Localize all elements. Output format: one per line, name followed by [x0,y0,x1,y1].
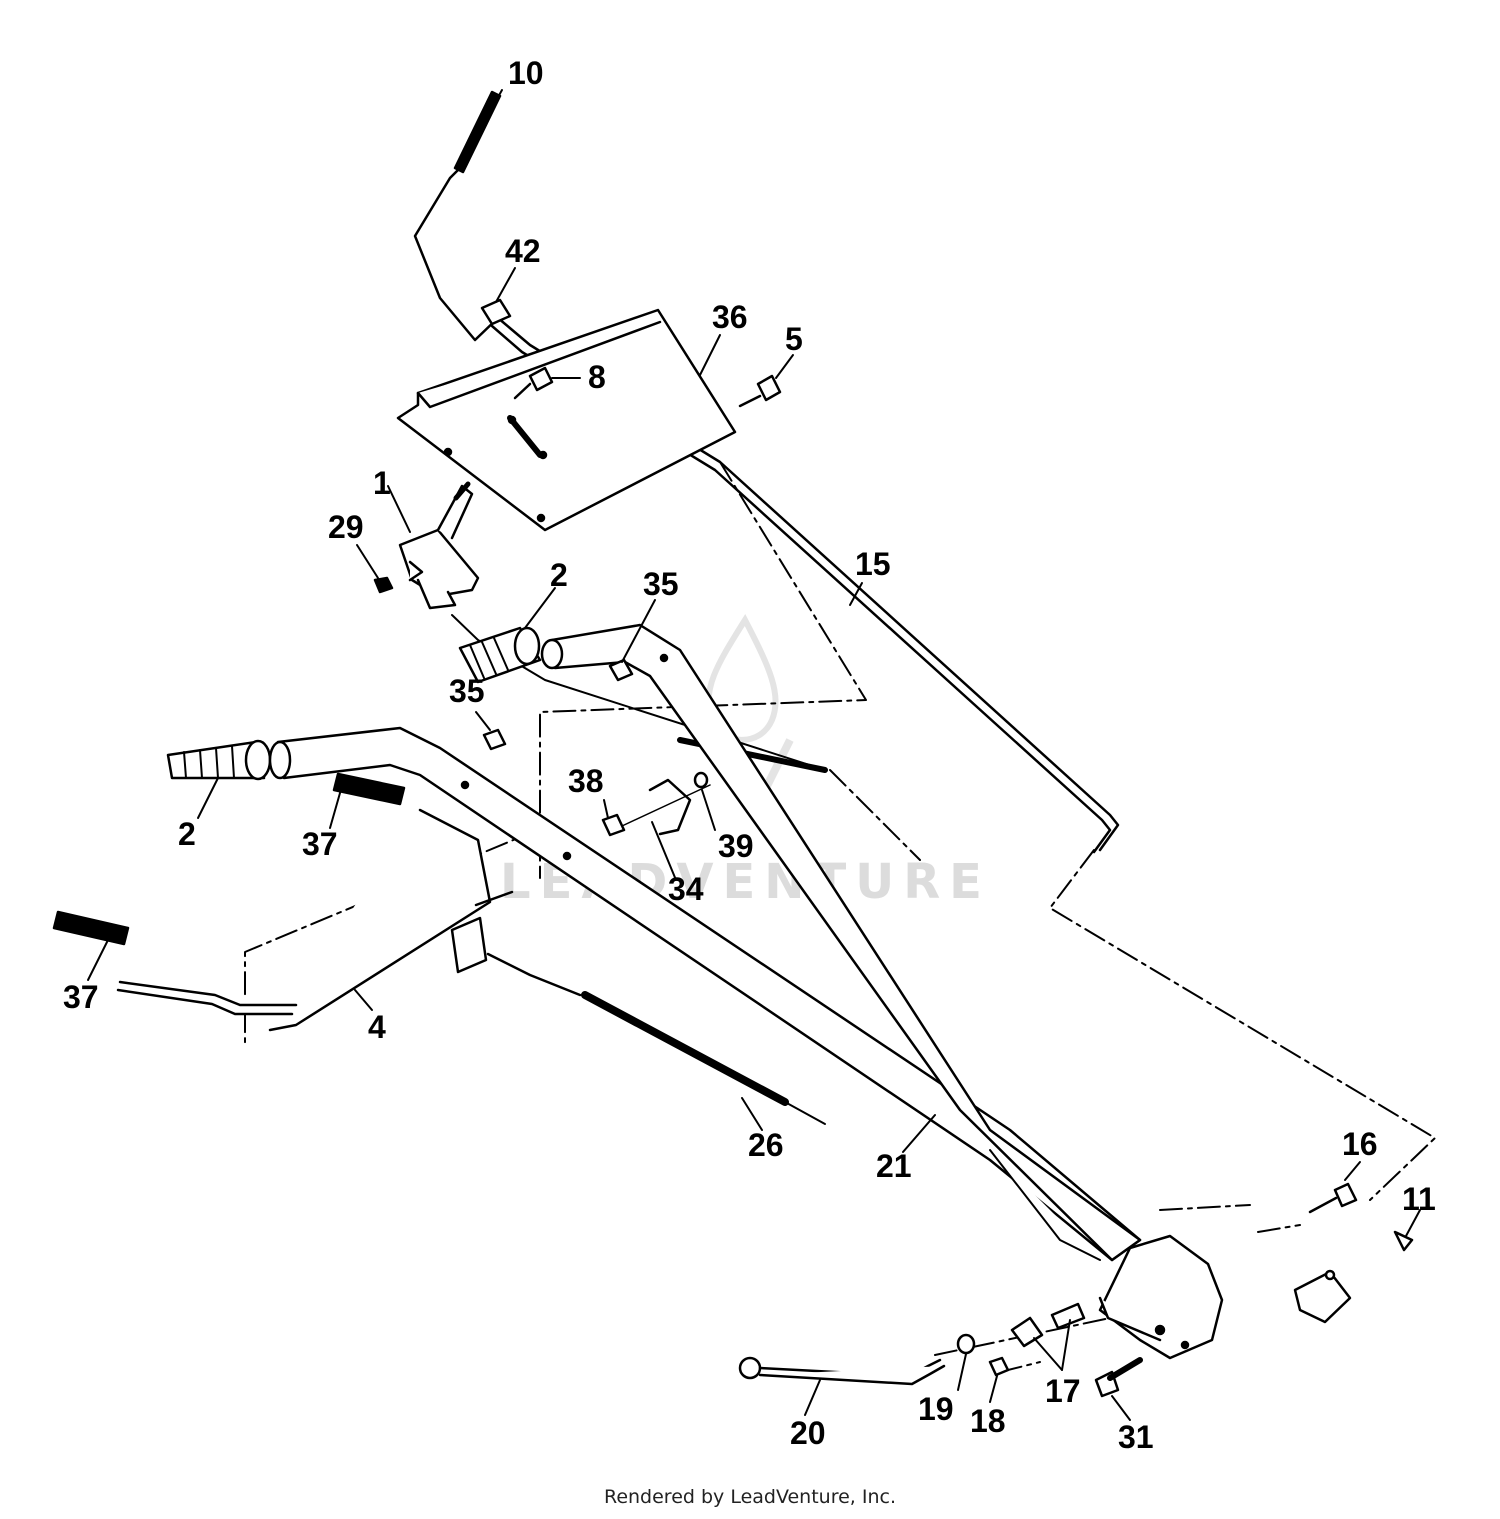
footer-credit: Rendered by LeadVenture, Inc. [603,1486,897,1508]
callout-39: 39 [718,828,754,864]
part-1-bracket [398,481,480,610]
callout-15: 15 [855,546,891,582]
part-36-shield [396,308,737,532]
part-31-bolt [1094,1357,1143,1398]
part-38-nut [601,813,626,837]
part-16-bolt [1308,1182,1358,1214]
callout-5: 5 [785,321,803,357]
part-20-lever [738,1356,946,1386]
callout-16: 16 [1342,1126,1378,1162]
callout-8: 8 [588,359,606,395]
callout-10: 10 [508,55,544,91]
callout-11: 11 [1402,1181,1436,1217]
part-2-lower-grip [166,739,272,781]
part-18-nut [988,1356,1010,1377]
part-19-washer [956,1333,976,1355]
part-8-bolt [513,366,554,400]
callout-20: 20 [790,1415,826,1451]
callout-18: 18 [970,1403,1006,1439]
callout-29: 29 [328,509,364,545]
part-2-upper-grip [458,626,542,684]
part-42-fitting [480,298,512,326]
leader-lines [87,89,1421,1421]
callout-37-lower: 37 [63,979,99,1015]
part-10-control-rod [413,90,1120,854]
part-26-cable [486,952,826,1125]
part-39-washer [693,771,709,789]
rear-mount-bracket [1098,1234,1224,1360]
callout-21: 21 [876,1148,912,1184]
part-37-grip-lower [52,910,130,946]
callout-labels: 10 42 36 5 8 1 29 15 2 35 35 38 39 34 2 … [63,55,1436,1455]
callout-34: 34 [668,871,704,907]
callout-17: 17 [1045,1373,1081,1409]
part-35-nut-lower [482,728,507,751]
callout-26: 26 [748,1127,784,1163]
callout-4: 4 [368,1009,386,1045]
callout-2-upper: 2 [550,557,568,593]
callout-1: 1 [373,465,391,501]
callout-38: 38 [568,763,604,799]
callout-19: 19 [918,1391,954,1427]
callout-35-lower: 35 [449,673,485,709]
part-37-grip-upper [332,772,406,806]
part-34-clip [621,778,711,836]
part-11-pin [1293,1230,1414,1324]
callout-37-upper: 37 [302,826,338,862]
callout-31: 31 [1118,1419,1154,1455]
part-35-nut-upper [608,658,634,682]
callout-2-lower: 2 [178,816,196,852]
part-21-handlebar [268,623,1142,1262]
part-5-bolt [738,374,782,408]
part-29-nut [373,576,394,594]
callout-36: 36 [712,299,748,335]
callout-42: 42 [505,233,541,269]
callout-35-upper: 35 [643,566,679,602]
part-4-lever [116,808,514,1032]
